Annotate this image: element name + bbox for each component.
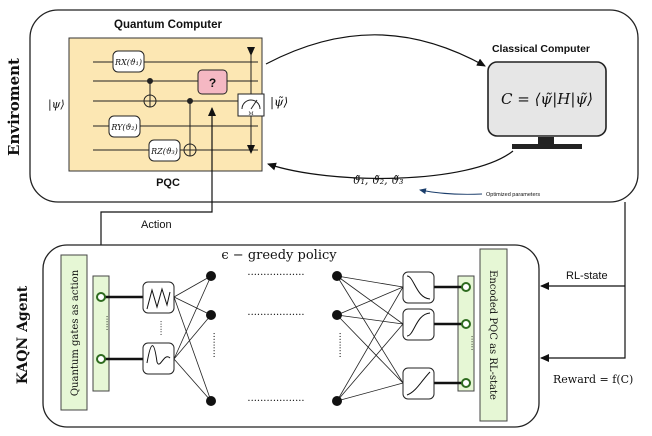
activation-box [142, 342, 175, 375]
activation-box [402, 271, 435, 304]
action-bar [60, 254, 88, 411]
svg-text:RX(ϑ₁): RX(ϑ₁) [114, 58, 142, 67]
output-node [461, 378, 471, 388]
network-edge [173, 296, 212, 316]
network-nodes [96, 271, 471, 406]
network-edge [173, 275, 212, 298]
hidden-node [206, 271, 216, 281]
output-node [461, 282, 471, 292]
rz-gate: RZ(ϑ₃) [148, 139, 181, 162]
pqc-to-classical-arrow [265, 34, 486, 67]
policy-label: ϵ − greedy policy [221, 248, 337, 263]
hidden-node [332, 310, 342, 320]
connectors: Action RL-state Reward = f(C) [100, 107, 633, 386]
environment-panel: Enviroment Quantum Computer PQC |ψ⟩ |ψ̃⟩ [5, 9, 639, 203]
svg-text:M: M [248, 111, 253, 117]
cnot-gate [143, 78, 157, 108]
state-bar [479, 248, 508, 422]
svg-text:?: ? [209, 76, 216, 90]
network-edge [173, 296, 212, 402]
network-edge [173, 275, 212, 360]
monitor-icon [487, 61, 607, 149]
unknown-gate: ? [197, 69, 228, 95]
pqc-label: PQC [156, 177, 180, 189]
input-node [96, 354, 106, 364]
activation-box [142, 281, 175, 314]
output-node-column [457, 275, 475, 392]
activation-box [402, 308, 435, 341]
input-state: |ψ⟩ [48, 98, 65, 112]
network-edge [336, 314, 404, 384]
node-dots: ········· [334, 332, 344, 358]
rx-gate: RX(ϑ₁) [112, 50, 145, 73]
cnot-gate [183, 98, 197, 157]
state-bar-label: Encoded PQC as RL-state [487, 270, 498, 400]
network-edge [173, 358, 212, 402]
agent-side-label: KAQN Agent [15, 285, 31, 384]
params-label: ϑ̃₁, ϑ̃₂, ϑ̃₃ [353, 174, 404, 187]
network-edge [336, 275, 404, 325]
network-edge [336, 286, 404, 402]
action-arrow [100, 107, 216, 256]
output-dots: ······ [467, 335, 476, 350]
svg-text:RY(ϑ₂): RY(ϑ₂) [110, 123, 137, 132]
hidden-node [206, 396, 216, 406]
network-edge [336, 314, 404, 325]
action-bar-label: Quantum gates as action [70, 269, 81, 396]
network-edge [336, 275, 404, 288]
node-dots: ········· [208, 332, 218, 358]
hidden-dots: ·················· [247, 270, 304, 281]
network-edge [336, 286, 404, 316]
ry-gate: RY(ϑ₂) [108, 115, 141, 138]
network-edges [173, 275, 404, 402]
measurement-gate: M [237, 47, 265, 154]
reward-arrow [540, 202, 626, 362]
svg-text:RZ(ϑ₃): RZ(ϑ₃) [150, 147, 178, 156]
hidden-dots: ·················· [247, 310, 304, 321]
output-node [461, 319, 471, 329]
hidden-dots: ·················· [247, 396, 304, 407]
activation-dots: ······ [156, 320, 165, 335]
hidden-node [332, 271, 342, 281]
network-edge [336, 323, 404, 402]
cost-formula: C = ⟨ψ̃|H|ψ̃⟩ [501, 90, 593, 108]
classical-to-pqc-arrow [267, 150, 514, 179]
input-node [96, 292, 106, 302]
output-state: |ψ̃⟩ [270, 95, 288, 109]
input-dots: ······ [102, 315, 111, 330]
network-edge [173, 314, 212, 360]
optimized-params-label: Optimized parameters [486, 192, 540, 198]
optimized-params-arrow [419, 188, 483, 195]
environment-side-label: Enviroment [5, 58, 23, 156]
rl-state-label: RL-state [566, 270, 608, 282]
classical-computer-title: Classical Computer [492, 43, 590, 55]
input-node-column [92, 275, 110, 392]
hidden-node [332, 396, 342, 406]
network-edge [336, 275, 404, 384]
hidden-node [206, 310, 216, 320]
reward-label: Reward = f(C) [553, 373, 633, 386]
action-label: Action [141, 219, 172, 231]
agent-panel: KAQN Agent ϵ − greedy policy Quantum gat… [15, 244, 540, 428]
quantum-computer-title: Quantum Computer [114, 19, 222, 31]
activation-box [402, 367, 435, 400]
network-edge [336, 382, 404, 402]
